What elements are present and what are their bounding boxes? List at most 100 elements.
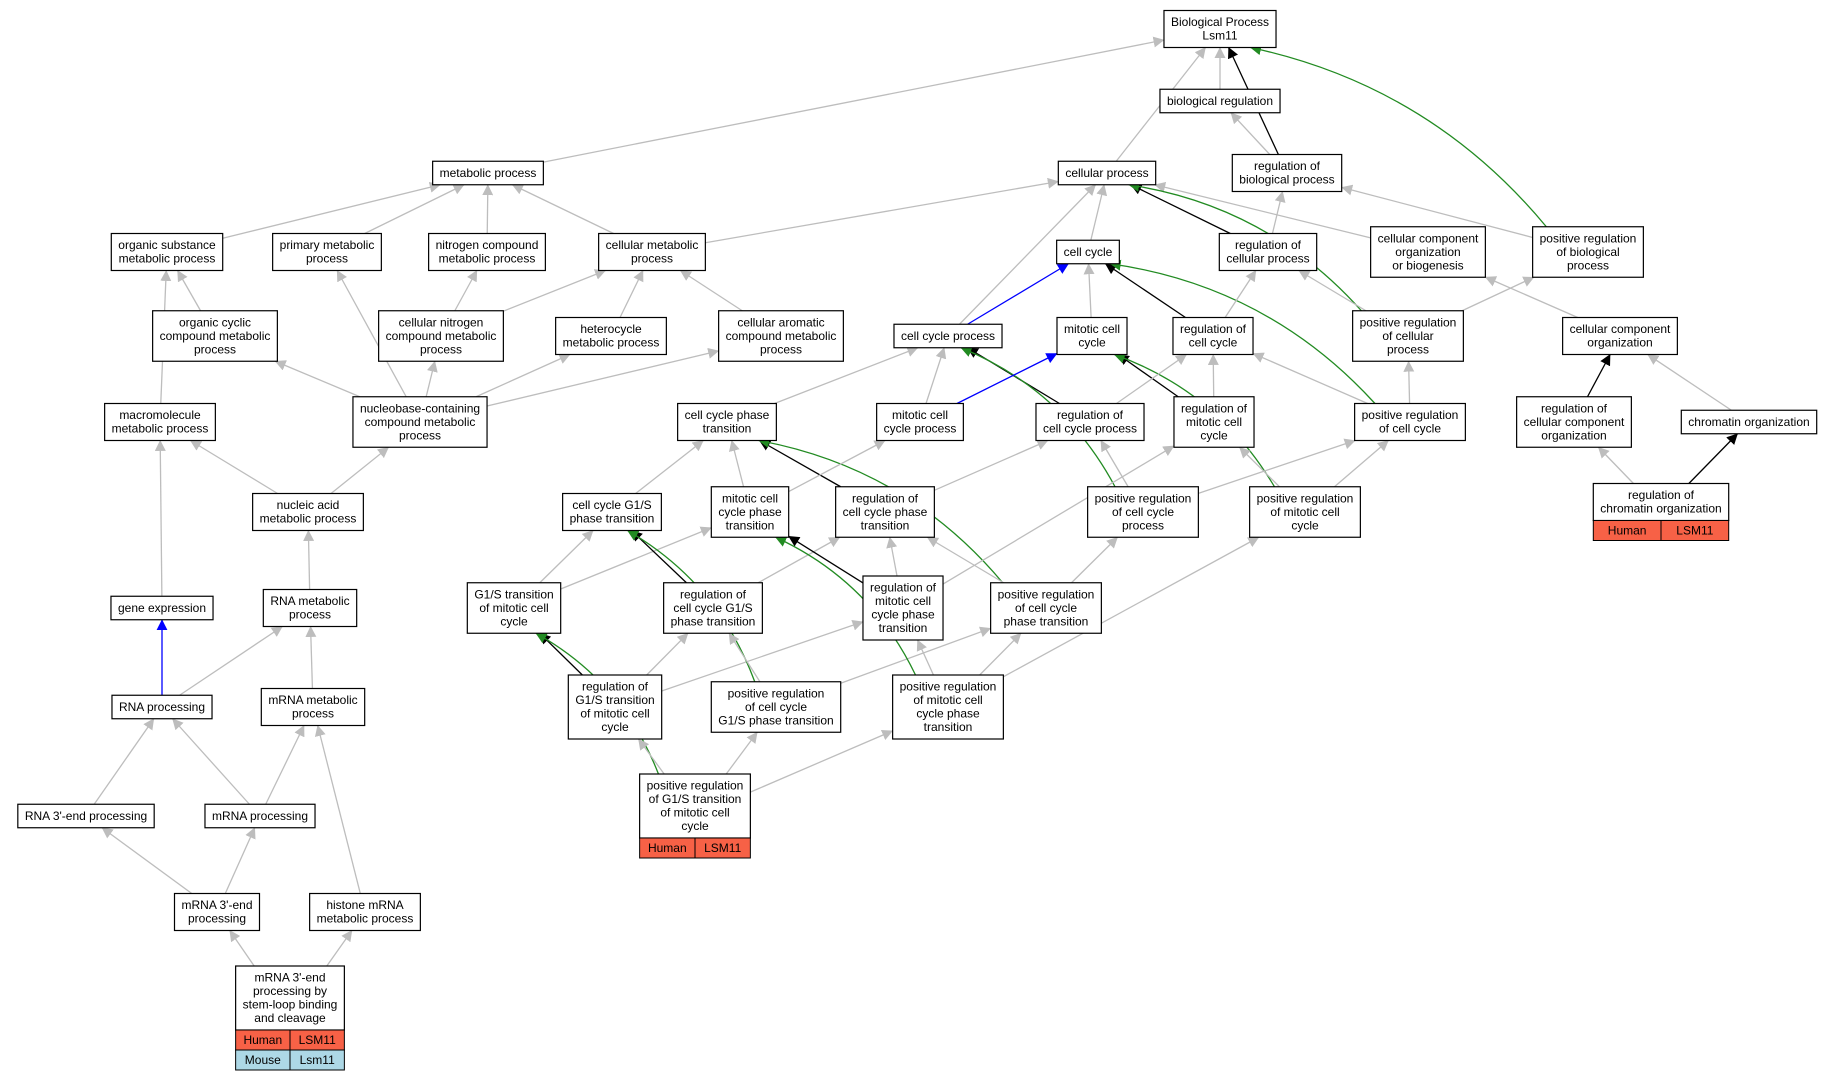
go-term-node[interactable]: gene expression: [110, 595, 214, 621]
node-label-line: cycle phase: [718, 505, 782, 519]
node-label-line: cellular component: [1570, 322, 1671, 336]
go-term-node[interactable]: cell cycle process: [893, 323, 1003, 349]
go-term-node[interactable]: cellular process: [1057, 160, 1157, 186]
edge-is-a: [646, 632, 689, 676]
node-label-line: Lsm11: [1202, 29, 1237, 43]
node-label-line: cycle phase: [871, 608, 935, 622]
edge-is-a: [511, 184, 614, 235]
node-label-line: mitotic cell: [722, 491, 778, 505]
node-label-line: cycle: [1078, 336, 1106, 350]
node-label-line: mitotic cell: [1064, 322, 1120, 336]
node-label-line: of mitotic cell: [1270, 505, 1339, 519]
go-term-node[interactable]: cell cycle: [1056, 239, 1120, 265]
node-label-line: cell cycle: [1189, 336, 1238, 350]
node-label-line: or biogenesis: [1392, 258, 1463, 272]
go-term-node[interactable]: mRNA processing: [204, 803, 316, 829]
node-box: [1231, 153, 1343, 193]
node-box: [555, 316, 667, 356]
edge-positively-regulates: [1109, 259, 1376, 404]
node-label-line: cellular component: [1378, 231, 1479, 245]
edge-is-a: [503, 269, 607, 312]
edge-is-a: [274, 360, 361, 398]
edge-is-a: [330, 446, 390, 495]
node-label-line: process: [399, 428, 441, 442]
node-label-line: process: [194, 342, 236, 356]
edge-is-a: [705, 177, 1059, 244]
edge-is-a: [172, 718, 250, 805]
node-label-line: cycle process: [884, 422, 957, 436]
node-label-line: positive regulation: [1257, 491, 1354, 505]
edge-is-a: [1116, 353, 1187, 405]
go-term-node[interactable]: RNA processing: [111, 694, 213, 720]
node-label-line: regulation of: [1180, 322, 1247, 336]
go-term-node[interactable]: biological regulation: [1159, 88, 1281, 114]
go-term-node[interactable]: chromatin organization: [1680, 409, 1818, 435]
node-label-line: cellular aromatic: [737, 315, 824, 329]
node-label-line: compound metabolic: [365, 415, 476, 429]
edge-is-a: [728, 632, 761, 683]
edge-regulates: [788, 535, 864, 584]
go-term-node[interactable]: RNA 3'-end processing: [17, 803, 155, 829]
gene-cell: [1660, 520, 1730, 541]
edge-is-a: [788, 439, 886, 493]
node-label-line: cycle: [500, 614, 528, 628]
node-label-line: positive regulation: [998, 587, 1095, 601]
edge-is-a: [934, 439, 1049, 491]
edge-is-a: [539, 530, 594, 584]
go-term-node[interactable]: metabolic process: [432, 160, 544, 186]
node-box: [1056, 239, 1120, 265]
edge-is-a: [979, 632, 1022, 676]
edge-is-a: [1100, 440, 1129, 488]
edge-positively-regulates: [1249, 44, 1547, 228]
node-label-line: organization: [1587, 336, 1652, 350]
edge-regulates: [1105, 263, 1186, 319]
node-label-line: nucleobase-containing: [360, 401, 480, 415]
